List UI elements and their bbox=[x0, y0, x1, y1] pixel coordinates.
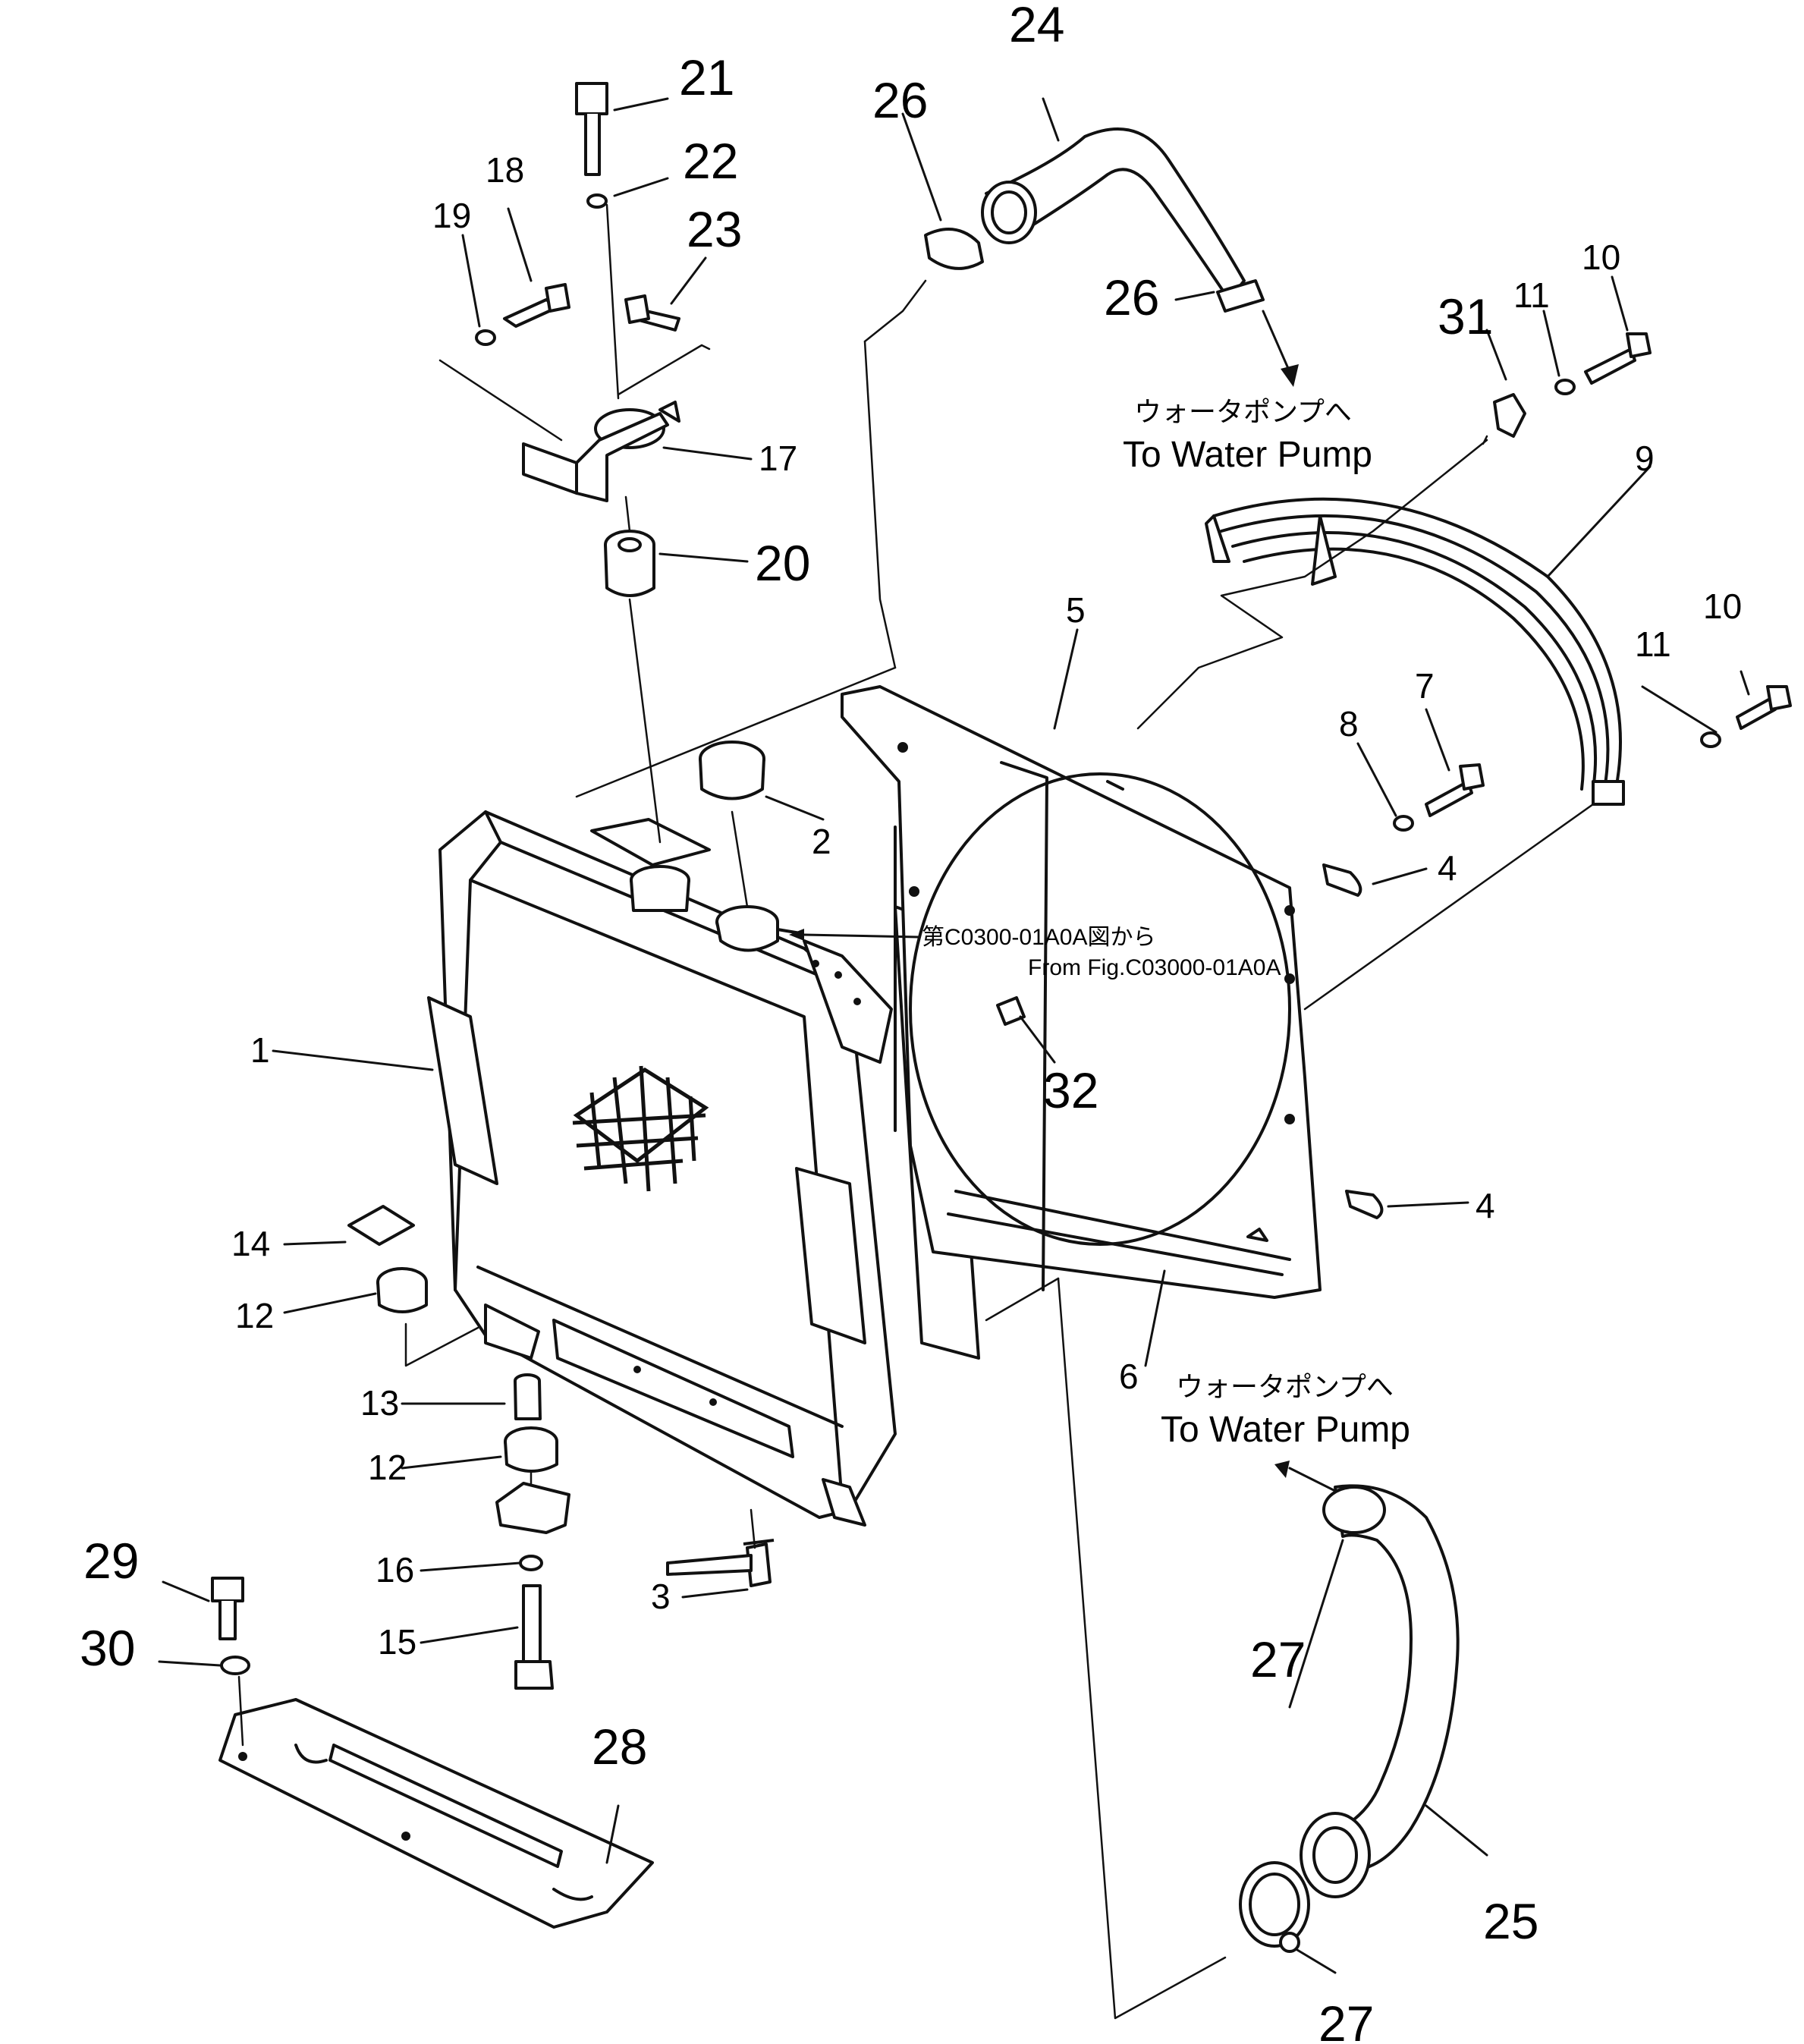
to-water-pump-top-en: To Water Pump bbox=[1123, 435, 1372, 475]
washer-part-30 bbox=[220, 1656, 250, 1675]
under-cover-part-28 bbox=[218, 1698, 654, 1929]
label-29: 29 bbox=[83, 1533, 139, 1589]
label-13: 13 bbox=[360, 1383, 399, 1423]
lower-hose bbox=[1239, 1484, 1460, 1953]
label-2: 2 bbox=[812, 822, 831, 861]
upper-hose bbox=[924, 127, 1265, 313]
label-21: 21 bbox=[679, 49, 734, 105]
label-4-bottom: 4 bbox=[1476, 1186, 1495, 1225]
label-22: 22 bbox=[683, 133, 738, 189]
label-18: 18 bbox=[486, 150, 524, 190]
label-27-bottom: 27 bbox=[1318, 1995, 1374, 2044]
washer-part-19 bbox=[475, 329, 496, 346]
washer-part-16 bbox=[519, 1555, 543, 1571]
washer-part-11-lower bbox=[1700, 731, 1721, 748]
bolt-part-18 bbox=[503, 283, 570, 328]
label-31: 31 bbox=[1438, 288, 1493, 344]
from-figure-note-en: From Fig.C03000-01A0A bbox=[1028, 955, 1281, 980]
label-32: 32 bbox=[1043, 1062, 1098, 1118]
clip-part-31 bbox=[1493, 393, 1526, 438]
bolt-part-10-lower bbox=[1736, 685, 1792, 730]
washer-part-22 bbox=[586, 193, 608, 209]
label-5: 5 bbox=[1066, 590, 1086, 630]
bolt-part-15 bbox=[514, 1584, 554, 1690]
bracket-part-17 bbox=[522, 401, 680, 502]
bolt-part-7 bbox=[1425, 763, 1485, 817]
part-number-labels: 24 26 26 21 22 23 18 19 17 20 31 11 10 9… bbox=[80, 0, 1742, 2044]
label-23: 23 bbox=[687, 201, 742, 257]
bolt-part-29 bbox=[211, 1577, 244, 1640]
label-10-top: 10 bbox=[1582, 237, 1620, 277]
to-water-pump-bottom-jp: ウォータポンプへ bbox=[1176, 1372, 1394, 1403]
label-4-top: 4 bbox=[1438, 848, 1457, 888]
drain-valve-part-3 bbox=[666, 1539, 775, 1587]
bolt-part-23 bbox=[624, 294, 680, 332]
label-1: 1 bbox=[250, 1030, 270, 1070]
label-25: 25 bbox=[1483, 1893, 1538, 1949]
clip-part-4-upper bbox=[1322, 863, 1362, 897]
label-26-top: 26 bbox=[872, 72, 928, 128]
label-11-bottom: 11 bbox=[1635, 624, 1671, 664]
radiator-cap-part bbox=[699, 741, 765, 800]
label-27-mid: 27 bbox=[1250, 1631, 1306, 1687]
label-15: 15 bbox=[378, 1622, 416, 1662]
leader-lines bbox=[158, 97, 1750, 2020]
label-17: 17 bbox=[759, 439, 797, 478]
plate-part-14 bbox=[347, 1205, 415, 1246]
bolt-part-21 bbox=[575, 82, 608, 176]
collar-part-13 bbox=[514, 1373, 542, 1420]
label-3: 3 bbox=[651, 1577, 671, 1616]
bracket-part bbox=[495, 1482, 570, 1534]
washer-part-11-upper bbox=[1554, 379, 1576, 395]
label-12-top: 12 bbox=[235, 1296, 274, 1335]
label-7: 7 bbox=[1415, 666, 1435, 706]
label-28: 28 bbox=[592, 1719, 647, 1775]
grommet-part-32 bbox=[996, 996, 1026, 1026]
label-11-top: 11 bbox=[1513, 275, 1550, 315]
radiator-core-mesh-icon bbox=[572, 1065, 709, 1192]
to-water-pump-bottom-en: To Water Pump bbox=[1161, 1410, 1410, 1450]
label-9: 9 bbox=[1635, 439, 1655, 478]
label-16: 16 bbox=[376, 1550, 414, 1590]
label-6: 6 bbox=[1119, 1357, 1139, 1396]
label-30: 30 bbox=[80, 1620, 135, 1676]
from-figure-note-jp: 第C0300-01A0A図から bbox=[922, 925, 1155, 950]
cushion-part-12-lower bbox=[504, 1426, 558, 1473]
label-19: 19 bbox=[432, 196, 471, 235]
label-12-bottom: 12 bbox=[368, 1448, 407, 1487]
label-24: 24 bbox=[1009, 0, 1064, 52]
cushion-part-20 bbox=[604, 530, 655, 597]
bolt-part-10-upper bbox=[1584, 332, 1652, 385]
washer-part-8 bbox=[1393, 815, 1414, 832]
annotation-notes: ウォータポンプへ To Water Pump ウォータポンプへ To Water… bbox=[922, 397, 1410, 1450]
cushion-part-12-upper bbox=[376, 1267, 428, 1313]
fan-guard bbox=[1205, 497, 1625, 806]
label-10-bottom: 10 bbox=[1703, 586, 1742, 626]
label-8: 8 bbox=[1339, 704, 1359, 744]
label-20: 20 bbox=[755, 535, 810, 591]
to-water-pump-top-jp: ウォータポンプへ bbox=[1134, 397, 1352, 428]
label-26-mid: 26 bbox=[1104, 269, 1159, 325]
fan-shroud bbox=[841, 685, 1322, 1299]
clip-part-4-lower bbox=[1345, 1190, 1384, 1219]
label-14: 14 bbox=[231, 1224, 270, 1263]
